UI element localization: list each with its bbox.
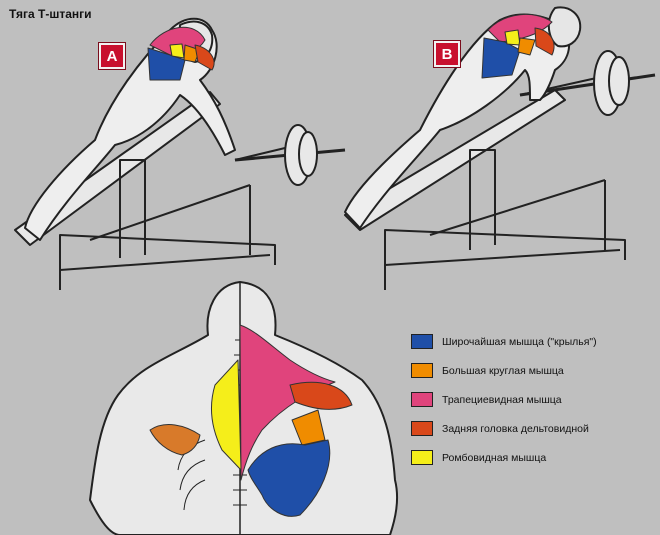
figure-b-badge: B [434, 41, 460, 67]
legend-label: Трапециевидная мышца [442, 393, 562, 406]
legend-item-teres-major: Большая круглая мышца [411, 358, 597, 383]
legend-label: Ромбовидная мышца [442, 451, 547, 464]
legend-swatch [411, 421, 433, 436]
legend-swatch [411, 392, 433, 407]
figure-a-muscles [147, 26, 215, 81]
legend-label: Широчайшая мышца ("крылья") [442, 335, 597, 348]
figure-a-badge: A [99, 43, 125, 69]
back-muscles [149, 324, 353, 517]
legend-label: Большая круглая мышца [442, 364, 564, 377]
legend-item-latissimus: Широчайшая мышца ("крылья") [411, 329, 597, 354]
legend-swatch [411, 363, 433, 378]
figure-b-barbell [519, 50, 656, 116]
figure-b-muscles [481, 13, 555, 79]
page-title: Тяга Т-штанги [9, 7, 92, 21]
figure-a-bench [14, 91, 286, 290]
legend-swatch [411, 450, 433, 465]
figure-a-barbell [234, 124, 346, 186]
legend-swatch [411, 334, 433, 349]
legend-item-rhomboid: Ромбовидная мышца [411, 445, 597, 470]
legend-item-rear-deltoid: Задняя головка дельтовидной [411, 416, 597, 441]
muscle-legend: Широчайшая мышца ("крылья") Большая круг… [411, 329, 597, 474]
legend-label: Задняя головка дельтовидной [442, 422, 589, 435]
legend-item-trapezius: Трапециевидная мышца [411, 387, 597, 412]
